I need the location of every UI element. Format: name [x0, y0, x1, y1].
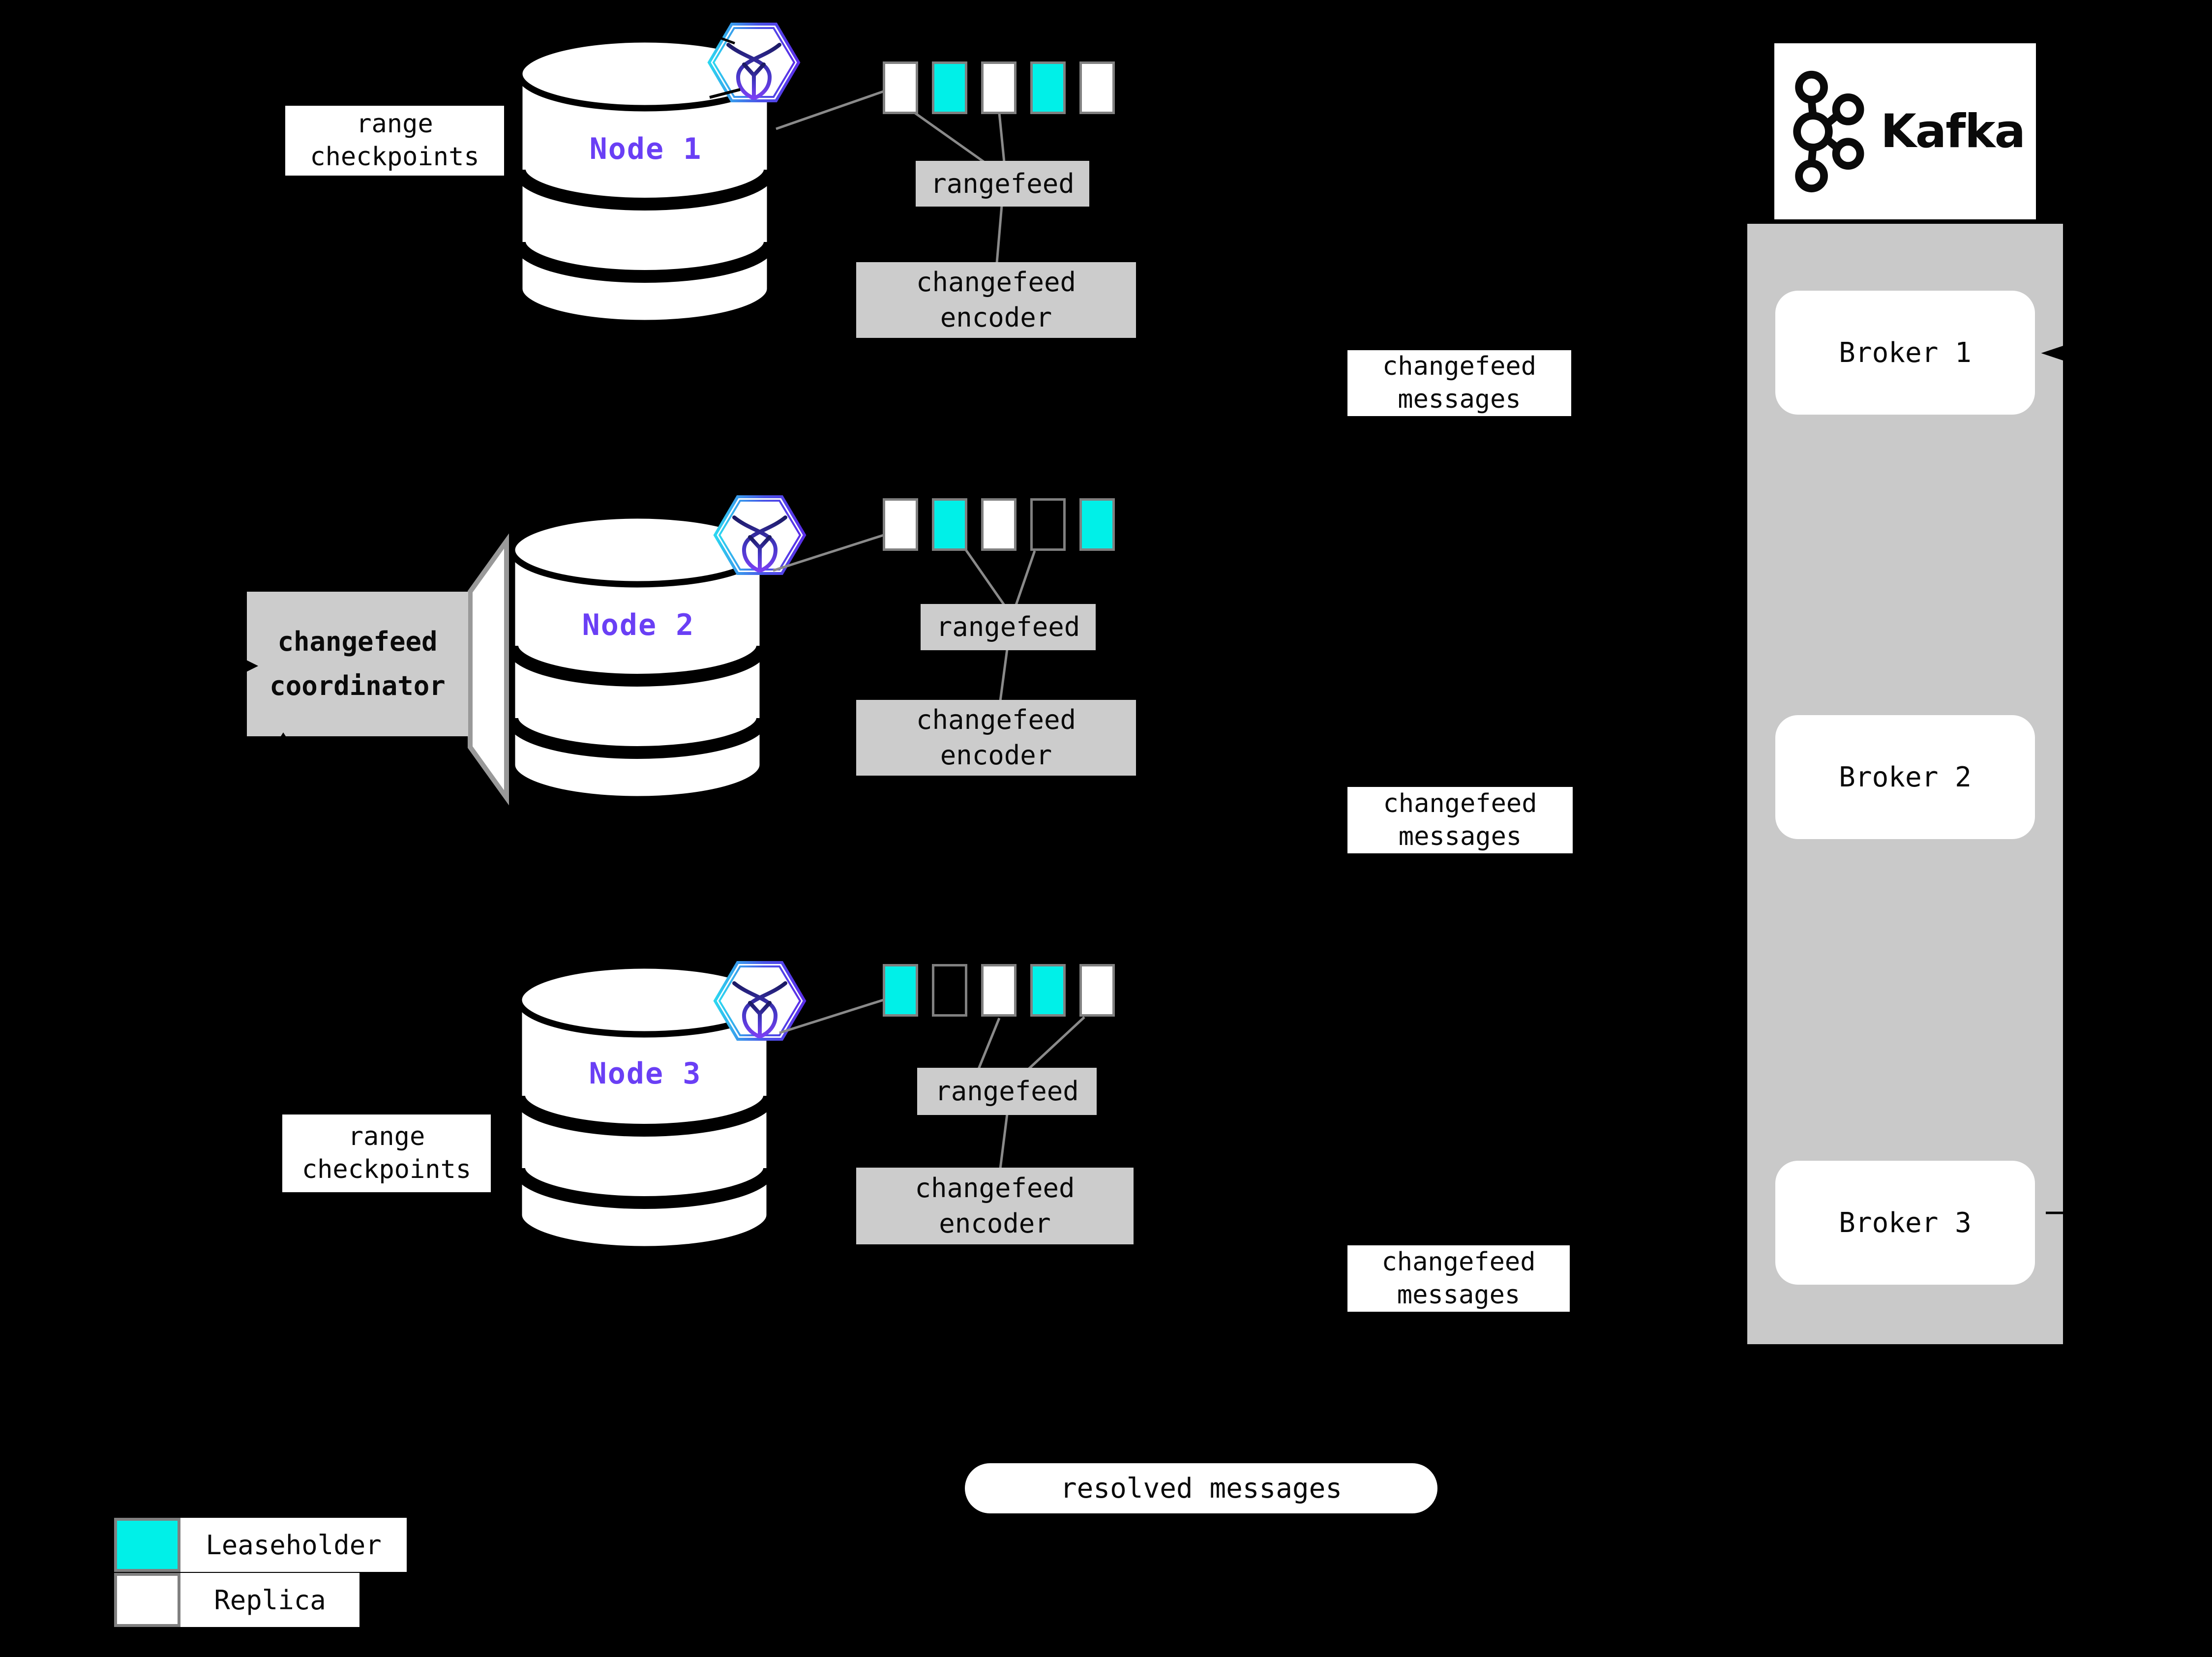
encoder-label-line: changefeed — [916, 704, 1076, 735]
range-empty-square — [1030, 498, 1066, 551]
label-line: messages — [1397, 1280, 1521, 1310]
range-checkpoints-label-node3: range checkpoints — [282, 1115, 491, 1192]
rangefeed-label: rangefeed — [930, 168, 1075, 199]
encoder-label-line: encoder — [940, 740, 1052, 771]
range-leaseholder-square — [883, 964, 918, 1017]
range-replica-square — [1079, 61, 1115, 114]
legend-leaseholder-swatch — [114, 1518, 180, 1572]
node1-rangefeed-box: rangefeed — [916, 161, 1089, 207]
range-leaseholder-square — [1030, 964, 1066, 1017]
coordinator-ribbon — [468, 533, 509, 806]
node3-ranges-row — [883, 964, 1115, 1017]
kafka-wordmark: Kafka — [1880, 104, 2026, 158]
rangefeed-label: rangefeed — [935, 1076, 1079, 1107]
label-line: messages — [1398, 385, 1521, 414]
range-leaseholder-square — [932, 61, 967, 114]
broker-2-label: Broker 2 — [1839, 761, 1972, 793]
changefeed-messages-label-1: changefeed messages — [1347, 350, 1571, 416]
changefeed-messages-label-2: changefeed messages — [1347, 787, 1573, 853]
label-line: range — [356, 109, 433, 139]
label-line: checkpoints — [310, 142, 479, 172]
range-checkpoints-label-node1: range checkpoints — [285, 106, 504, 176]
range-leaseholder-square — [1030, 61, 1066, 114]
kafka-logo-box: Kafka — [1774, 43, 2036, 219]
legend-replica-label: Replica — [180, 1573, 359, 1627]
broker-3-label: Broker 3 — [1839, 1206, 1972, 1239]
label-line: checkpoints — [301, 1155, 472, 1184]
node1-changefeed-encoder-box: changefeed encoder — [856, 262, 1136, 338]
legend-leaseholder-text: Leaseholder — [206, 1529, 382, 1561]
encoder-label-line: changefeed — [915, 1173, 1075, 1204]
node2-changefeed-encoder-box: changefeed encoder — [856, 700, 1136, 776]
encoder-label-line: encoder — [940, 302, 1052, 333]
broker-2-box: Broker 2 — [1775, 715, 2035, 839]
label-line: changefeed — [1383, 788, 1537, 818]
range-replica-square — [981, 61, 1016, 114]
encoder-label-line: encoder — [939, 1208, 1051, 1239]
range-replica-square — [883, 61, 918, 114]
node3-rangefeed-box: rangefeed — [917, 1068, 1097, 1115]
legend-leaseholder-label: Leaseholder — [180, 1518, 407, 1572]
broker-3-box: Broker 3 — [1775, 1161, 2035, 1285]
encoder-label-line: changefeed — [916, 267, 1076, 298]
resolved-messages-label: resolved messages — [965, 1463, 1437, 1513]
broker-1-label: Broker 1 — [1839, 336, 1972, 369]
rangefeed-label: rangefeed — [936, 611, 1080, 642]
node1-ranges-row — [883, 61, 1115, 114]
connector-lines — [773, 90, 1085, 1169]
changefeed-coordinator-box: changefeed coordinator — [247, 592, 468, 736]
label-line: changefeed — [1381, 1247, 1536, 1277]
label-line: changefeed — [1382, 352, 1537, 381]
legend-replica-text: Replica — [214, 1584, 326, 1616]
label-line: messages — [1398, 821, 1522, 851]
label-line: range — [348, 1122, 425, 1151]
node3-changefeed-encoder-box: changefeed encoder — [856, 1168, 1134, 1244]
range-empty-square — [932, 964, 967, 1017]
node2-rangefeed-box: rangefeed — [921, 604, 1096, 650]
range-replica-square — [883, 498, 918, 551]
node3-label: Node 3 — [589, 1056, 702, 1091]
changefeed-messages-label-3: changefeed messages — [1347, 1245, 1570, 1312]
range-replica-square — [981, 498, 1016, 551]
node1-label: Node 1 — [589, 132, 702, 166]
node2-database-cylinder — [512, 515, 763, 799]
kafka-cluster-panel: Broker 1 Broker 2 Broker 3 — [1747, 224, 2063, 1344]
node2-label: Node 2 — [582, 608, 695, 642]
resolved-messages-text: resolved messages — [1060, 1472, 1343, 1505]
range-leaseholder-square — [1079, 498, 1115, 551]
legend-replica-swatch — [114, 1573, 180, 1627]
coordinator-label-line: coordinator — [269, 670, 446, 701]
kafka-icon — [1793, 70, 1864, 192]
range-replica-square — [981, 964, 1016, 1017]
coordinator-label-line: changefeed — [277, 626, 438, 657]
node2-ranges-row — [883, 498, 1115, 551]
range-replica-square — [1079, 964, 1115, 1017]
broker-1-box: Broker 1 — [1775, 291, 2035, 415]
range-leaseholder-square — [932, 498, 967, 551]
